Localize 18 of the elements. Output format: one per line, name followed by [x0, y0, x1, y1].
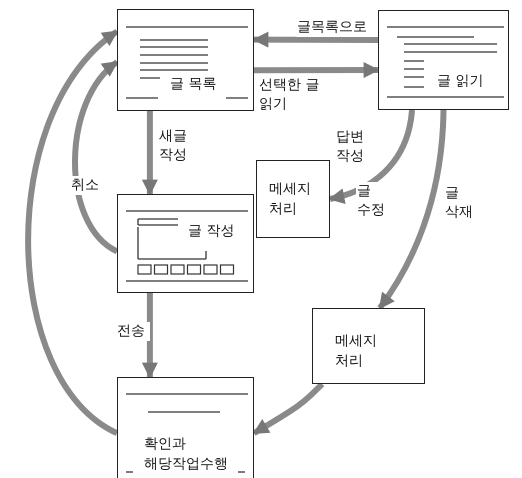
arrow — [25, 29, 119, 436]
screen-box — [256, 160, 330, 238]
arrow — [254, 62, 380, 78]
box-label: 메세지 처리 — [335, 332, 378, 371]
arrow — [142, 293, 158, 379]
arrow — [328, 110, 416, 204]
edge-label: 전송 — [116, 322, 150, 341]
arrow — [252, 382, 324, 436]
arrow — [72, 60, 119, 254]
arrow — [377, 110, 446, 310]
screen-box — [312, 308, 425, 384]
arrow — [252, 32, 378, 48]
box-label: 글 목록 — [170, 75, 218, 94]
box-label: 확인과 해당작업수행 — [144, 435, 229, 474]
box-label: 글 읽기 — [437, 72, 484, 91]
arrow — [142, 111, 158, 196]
box-label: 글 작성 — [188, 222, 236, 241]
box-label: 메세지 처리 — [269, 180, 312, 219]
